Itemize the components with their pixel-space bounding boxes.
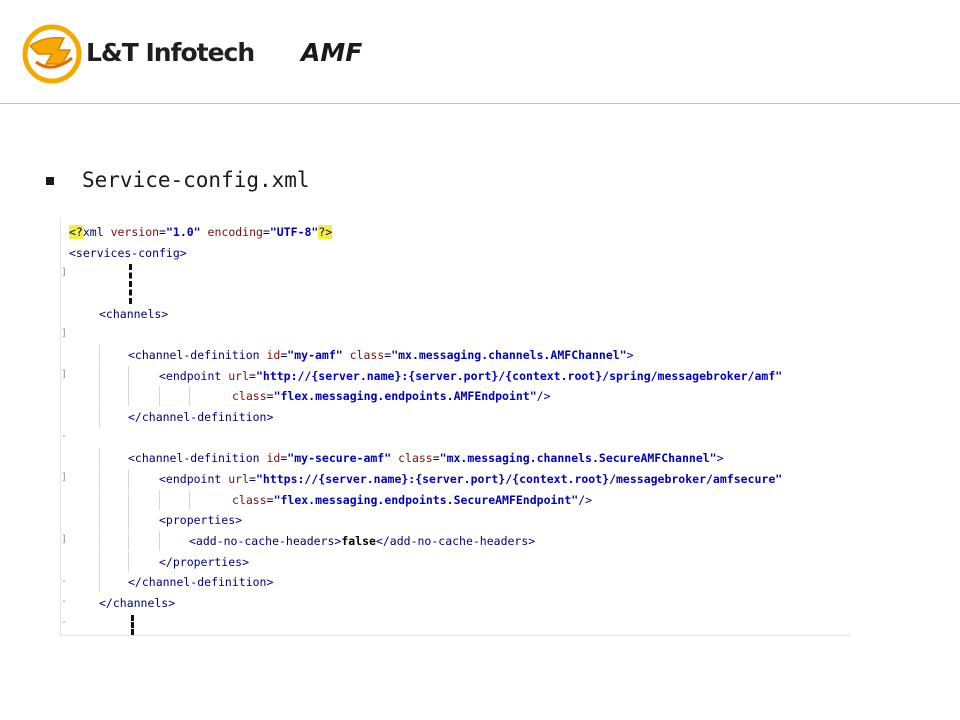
indent-guide <box>159 386 160 406</box>
code-line: ] <channel-definition id="my-secure-amf"… <box>61 448 724 483</box>
code-line: - </properties> <box>61 552 249 587</box>
indent-guide <box>99 345 100 365</box>
code-line: ] <channel-definition id="my-amf" class=… <box>61 345 634 380</box>
code-line: ] <properties> <box>61 510 242 545</box>
code-line: ] <services-config> <box>61 243 187 278</box>
code-content: class="flex.messaging.endpoints.SecureAM… <box>232 493 593 507</box>
code-line: class="flex.messaging.endpoints.AMFEndpo… <box>61 386 551 406</box>
indent-guide <box>128 552 129 572</box>
indent-guide <box>159 490 160 510</box>
fold-marker-icon[interactable]: ] <box>61 328 68 339</box>
indent-guide <box>99 510 100 530</box>
fold-marker-icon[interactable]: ] <box>61 369 68 380</box>
fold-marker-icon[interactable]: ] <box>61 534 68 545</box>
code-content: <channel-definition id="my-secure-amf" c… <box>128 451 724 465</box>
code-content: <channels> <box>99 307 169 321</box>
code-content: <?xml version="1.0" encoding="UTF-8"?> <box>69 225 333 239</box>
indent-guide <box>189 490 190 510</box>
indent-guide <box>99 366 100 386</box>
code-content: </channels> <box>99 596 176 610</box>
code-content: <channel-definition id="my-amf" class="m… <box>128 348 634 362</box>
code-line: - </channels> <box>61 593 175 628</box>
indent-guide <box>99 386 100 406</box>
code-line: <?xml version="1.0" encoding="UTF-8"?> <box>61 222 333 242</box>
code-line: class="flex.messaging.endpoints.SecureAM… <box>61 490 592 510</box>
code-content: <services-config> <box>69 246 187 260</box>
fold-marker-icon[interactable]: ] <box>61 472 68 483</box>
slide-header: L&T Infotech AMF <box>0 0 960 104</box>
code-line: - </channel-definition> <box>61 572 273 607</box>
code-line: <add-no-cache-headers>false</add-no-cach… <box>61 531 535 551</box>
indent-guide <box>128 531 129 551</box>
brand-name: L&T Infotech <box>86 38 255 67</box>
code-content: </channel-definition> <box>128 410 274 424</box>
code-content: <endpoint url="https://{server.name}:{se… <box>159 472 783 486</box>
code-content: <endpoint url="http://{server.name}:{ser… <box>159 369 783 383</box>
fold-marker-icon[interactable]: ] <box>61 267 68 278</box>
indent-guide <box>99 448 100 468</box>
indent-guide <box>128 366 129 386</box>
code-editor-panel: <?xml version="1.0" encoding="UTF-8"?> ]… <box>60 218 851 636</box>
code-content: <properties> <box>159 513 243 527</box>
header-divider <box>0 103 960 104</box>
indent-guide <box>189 386 190 406</box>
indent-guide <box>128 469 129 489</box>
fold-end-marker-icon: - <box>61 596 68 607</box>
indent-guide <box>128 490 129 510</box>
code-content: </channel-definition> <box>128 575 274 589</box>
code-content: <add-no-cache-headers>false</add-no-cach… <box>189 534 536 548</box>
indent-guide <box>99 552 100 572</box>
code-content: class="flex.messaging.endpoints.AMFEndpo… <box>232 389 551 403</box>
indent-guide <box>99 531 100 551</box>
fold-end-marker-icon: - <box>61 431 68 442</box>
lt-swirl-logo-icon <box>22 24 82 84</box>
indent-guide <box>99 490 100 510</box>
fold-end-marker-icon: - <box>61 617 68 628</box>
omitted-lines-ellipsis <box>129 264 132 304</box>
indent-guide <box>128 510 129 530</box>
indent-guide <box>99 407 100 427</box>
indent-guide <box>128 386 129 406</box>
code-line: - </channel-definition> <box>61 407 273 442</box>
code-line: <endpoint url="https://{server.name}:{se… <box>61 469 782 489</box>
square-bullet-icon <box>46 177 54 185</box>
code-content: </properties> <box>159 555 250 569</box>
indent-guide <box>99 469 100 489</box>
code-line: <endpoint url="http://{server.name}:{ser… <box>61 366 782 386</box>
omitted-lines-ellipsis <box>131 615 134 635</box>
code-line: ] <channels> <box>61 304 168 339</box>
bullet-text: Service-config.xml <box>82 168 310 192</box>
slide-title: AMF <box>301 38 363 67</box>
panel-bottom-border <box>61 635 851 636</box>
fold-end-marker-icon: - <box>61 576 68 587</box>
indent-guide <box>159 531 160 551</box>
indent-guide <box>99 572 100 592</box>
